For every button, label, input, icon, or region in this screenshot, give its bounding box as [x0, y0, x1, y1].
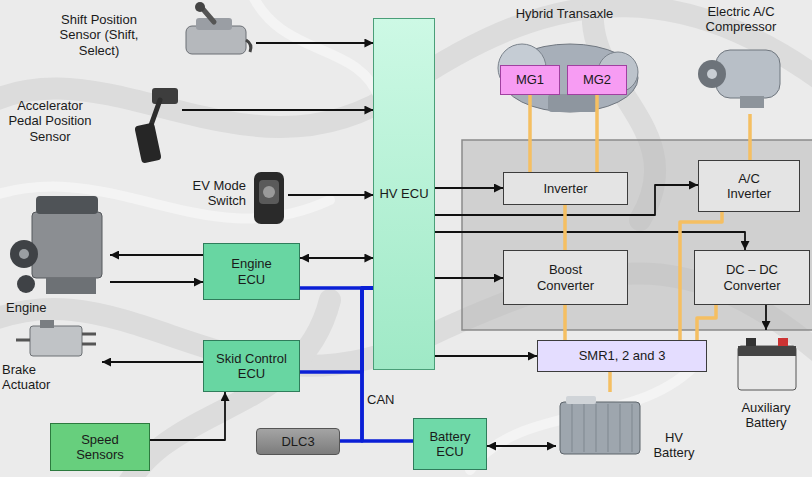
box-label: A/C Inverter	[718, 171, 780, 202]
bus-label: CAN	[367, 392, 394, 407]
power-line	[595, 95, 599, 172]
signal-arrow	[435, 355, 537, 357]
signal-arrow	[435, 277, 503, 279]
signal-arrow	[288, 194, 373, 196]
auxiliary-battery-illustration	[738, 338, 796, 390]
brake-actuator-illustration	[16, 320, 96, 356]
power-line	[748, 114, 752, 160]
component-label: Engine	[6, 300, 66, 315]
signal-arrow	[435, 232, 745, 250]
power-line	[697, 305, 716, 340]
box-label: Speed Sensors	[65, 432, 135, 463]
converter-box: Inverter	[503, 172, 628, 205]
ecu-box: Battery ECU	[413, 418, 487, 470]
connector-box: DLC3	[256, 428, 340, 455]
box-label: SMR1, 2 and 3	[579, 348, 666, 363]
box-label: MG1	[516, 72, 544, 87]
component-label: Hybrid Transaxle	[492, 6, 637, 21]
box-label: MG2	[583, 72, 611, 87]
power-unit-panel	[462, 140, 812, 330]
motor-generator-box: MG2	[567, 65, 627, 95]
ecu-box: HV ECU	[373, 18, 434, 370]
signal-arrow	[110, 254, 203, 256]
battery-component: Auxiliary Battery	[722, 330, 810, 442]
signal-arrow	[256, 42, 373, 44]
power-line	[563, 305, 567, 340]
switch-component: EV Mode Switch	[160, 168, 288, 228]
transaxle-component: Hybrid TransaxleMG1 MG2	[492, 6, 637, 100]
ev-switch-illustration	[254, 172, 284, 224]
signal-arrow	[150, 392, 225, 440]
signal-arrow	[487, 445, 556, 447]
component-label: Brake Actuator	[2, 362, 72, 393]
power-line	[528, 95, 532, 172]
hv-battery-illustration	[560, 396, 640, 454]
component-label: Accelerator Pedal Position Sensor	[2, 98, 98, 144]
box-label: DC – DC Converter	[712, 262, 792, 293]
converter-box: DC – DC Converter	[694, 250, 810, 305]
sensor-component: Shift Position Sensor (Shift, Select)	[44, 4, 256, 76]
converter-box: A/C Inverter	[698, 160, 800, 212]
relay-box: SMR1, 2 and 3	[537, 340, 707, 372]
box-label: Battery ECU	[419, 429, 481, 460]
box-label: Skid Control ECU	[211, 351, 293, 382]
battery-component: HV Battery	[556, 392, 706, 476]
actuator-component: Brake Actuator	[2, 318, 102, 406]
box-label: HV ECU	[379, 186, 428, 201]
power-line	[563, 205, 567, 250]
component-label: HV Battery	[644, 430, 704, 461]
ecu-box: Skid Control ECU	[203, 340, 300, 392]
component-label: Electric A/C Compressor	[681, 4, 801, 35]
shift-lever-illustration	[186, 2, 251, 54]
signal-arrow	[182, 109, 373, 111]
signal-arrow	[110, 281, 203, 283]
signal-arrow	[300, 257, 373, 259]
engine-component: Engine	[2, 190, 110, 320]
box-label: Inverter	[543, 181, 587, 196]
signal-arrow	[765, 305, 767, 330]
component-label: Auxiliary Battery	[722, 400, 810, 431]
signal-arrow	[102, 361, 203, 363]
component-label: Shift Position Sensor (Shift, Select)	[44, 12, 154, 58]
engine-illustration	[10, 196, 102, 294]
accelerator-pedal-illustration	[134, 88, 178, 164]
component-label: EV Mode Switch	[160, 178, 246, 209]
transaxle-illustration	[498, 44, 638, 112]
sensor-box: Speed Sensors	[50, 423, 150, 471]
can-bus-line	[340, 288, 373, 441]
power-line	[608, 372, 612, 392]
motor-generator-box: MG1	[500, 65, 560, 95]
compressor-illustration	[698, 50, 780, 108]
box-label: DLC3	[281, 434, 314, 449]
signal-arrow	[435, 187, 503, 189]
ecu-box: Engine ECU	[203, 243, 300, 300]
converter-box: Boost Converter	[503, 250, 628, 305]
compressor-component: Electric A/C Compressor	[672, 2, 810, 114]
sensor-component: Accelerator Pedal Position Sensor	[0, 82, 182, 168]
box-label: Boost Converter	[530, 262, 602, 293]
box-label: Engine ECU	[221, 256, 283, 287]
